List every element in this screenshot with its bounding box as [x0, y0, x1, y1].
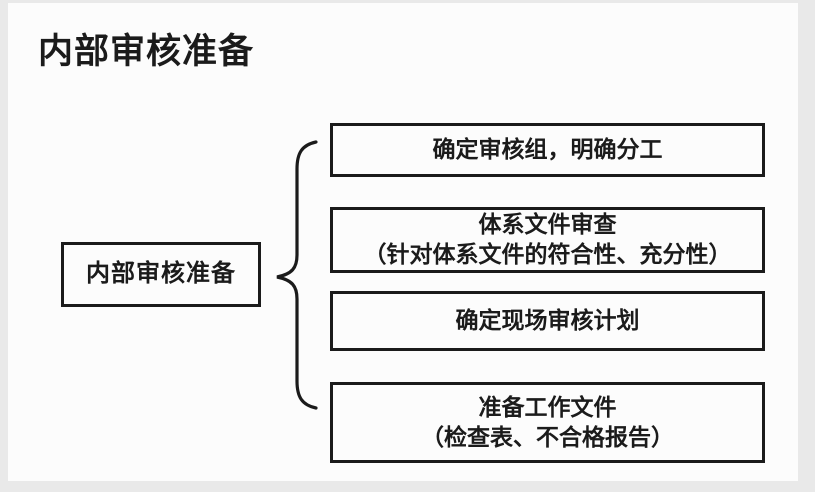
- branch-label: 体系文件审查: [478, 212, 617, 238]
- branch-node-working-documents: 准备工作文件 （检查表、不合格报告）: [330, 382, 765, 463]
- diagram-canvas: 内部审核准备 内部审核准备 确定审核组，明确分工 体系文件审查 （针对体系文件的…: [8, 3, 798, 481]
- page-title: 内部审核准备: [38, 32, 255, 71]
- branch-label: 确定审核组，明确分工: [432, 137, 663, 163]
- branch-label: 确定现场审核计划: [455, 308, 640, 334]
- root-node: 内部审核准备: [61, 242, 261, 307]
- branch-node-audit-team: 确定审核组，明确分工: [330, 123, 765, 177]
- branch-node-document-review: 体系文件审查 （针对体系文件的符合性、充分性）: [330, 207, 765, 273]
- branch-label: 准备工作文件: [478, 394, 617, 420]
- root-node-label: 内部审核准备: [86, 260, 236, 287]
- curly-brace-icon: [276, 140, 318, 410]
- branch-node-onsite-plan: 确定现场审核计划: [330, 291, 765, 351]
- branch-sublabel: （针对体系文件的符合性、充分性）: [363, 242, 732, 267]
- branch-sublabel: （检查表、不合格报告）: [421, 424, 674, 450]
